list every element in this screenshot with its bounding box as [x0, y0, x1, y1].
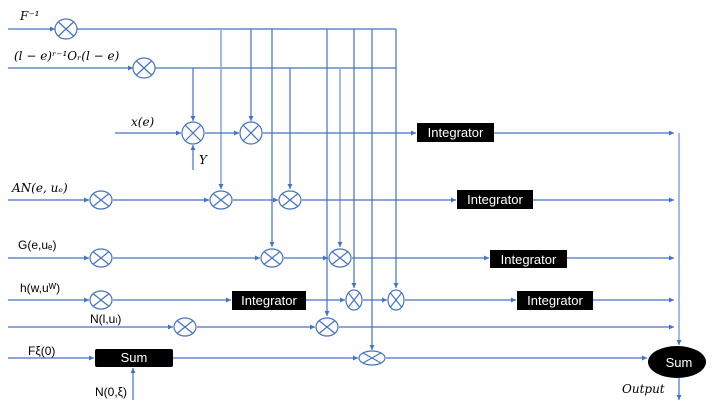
label-h: h(w,uᵂ) [20, 281, 60, 295]
multiplier-icon [260, 248, 284, 268]
integrator-block-1: Integrator [417, 123, 494, 142]
label-n-l: N(l,uₗ) [90, 312, 121, 326]
multiplier-icon [278, 190, 302, 210]
integrator-block-3: Integrator [490, 250, 567, 268]
integrator-block-2: Integrator [457, 190, 533, 209]
multiplier-icon [387, 289, 405, 311]
integrator-label: Integrator [501, 252, 557, 267]
label-an: AN(e, uₑ) [11, 181, 68, 195]
multiplier-icon [209, 190, 233, 210]
integrator-block-4: Integrator [232, 291, 306, 310]
label-f-inverse: F⁻¹ [19, 9, 39, 23]
bus-lines [8, 26, 396, 71]
integrator-label: Integrator [467, 192, 523, 207]
label-y: Y [199, 153, 208, 167]
label-f-xi: Fξ(0) [28, 344, 55, 358]
multiplier-icon [239, 121, 263, 145]
multiplier-icon [89, 290, 113, 310]
input-labels: F⁻¹ (l − e)ʳ⁻¹Oᵣ(l − e) x(e) Y AN(e, uₑ)… [11, 9, 665, 399]
integrator-block-5: Integrator [517, 291, 593, 310]
integrator-label: Integrator [527, 293, 583, 308]
multiplier-icon [358, 350, 386, 366]
multipliers [54, 18, 405, 366]
multiplier-icon [345, 289, 363, 311]
multiplier-icon [89, 248, 113, 268]
final-sum-node: Sum [648, 346, 706, 378]
multiplier-icon [328, 248, 352, 268]
label-output: Output [622, 382, 665, 396]
label-n-0-xi: N(0,ξ) [95, 385, 127, 399]
label-l-minus-e: (l − e)ʳ⁻¹Oᵣ(l − e) [14, 49, 120, 63]
label-x-e: x(e) [131, 115, 155, 129]
multiplier-icon [181, 121, 205, 145]
sum-label: Sum [121, 350, 148, 365]
final-sum-label: Sum [666, 355, 693, 370]
multiplier-icon [315, 317, 339, 337]
multiplier-icon [54, 18, 78, 40]
integrator-label: Integrator [428, 125, 484, 140]
label-g: G(e,uₑ) [18, 238, 56, 252]
integrator-label: Integrator [241, 293, 297, 308]
multiplier-icon [89, 190, 113, 210]
vertical-lines [130, 29, 399, 400]
multiplier-icon [173, 317, 197, 337]
multiplier-icon [132, 57, 156, 79]
sum-block: Sum [95, 349, 173, 367]
